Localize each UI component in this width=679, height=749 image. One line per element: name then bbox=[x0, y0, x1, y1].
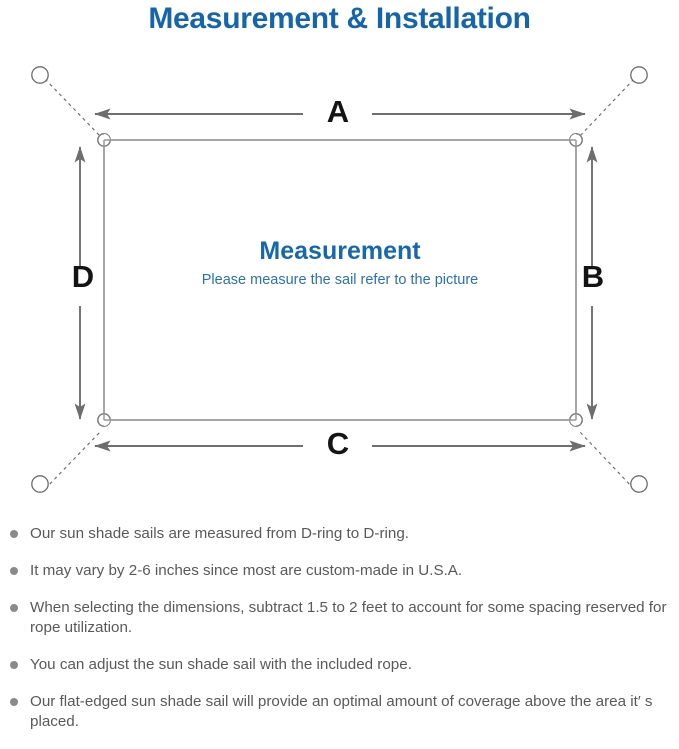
list-item: Our sun shade sails are measured from D-… bbox=[0, 524, 679, 544]
rope-line-bottom-left bbox=[44, 430, 102, 490]
d-ring-edges bbox=[103, 139, 577, 421]
rope-line-top-left bbox=[44, 78, 102, 138]
page-title: Measurement & Installation bbox=[148, 2, 531, 35]
anchor-point-bottom-right bbox=[630, 475, 648, 493]
dimension-arrows bbox=[74, 108, 598, 452]
bullet-icon bbox=[10, 698, 18, 707]
bullet-icon bbox=[10, 567, 18, 576]
note-text: When selecting the dimensions, subtract … bbox=[30, 599, 667, 637]
dimension-label-c: C bbox=[326, 426, 350, 461]
dimension-label-d: D bbox=[71, 259, 95, 294]
measurement-diagram: A B C D Measurement Please measure the s… bbox=[0, 48, 679, 518]
d-ring-mask-br bbox=[570, 420, 576, 426]
rope-line-top-right bbox=[578, 78, 635, 138]
notes-list: Our sun shade sails are measured from D-… bbox=[0, 524, 679, 749]
d-ring-mask-bl bbox=[104, 420, 110, 426]
dimension-label-a: A bbox=[326, 94, 350, 129]
dimension-label-b: B bbox=[581, 259, 605, 294]
anchor-point-bottom-left bbox=[31, 475, 49, 493]
bullet-icon bbox=[10, 530, 18, 538]
d-ring-masks bbox=[104, 134, 576, 426]
bullet-icon bbox=[10, 661, 18, 670]
list-item: You can adjust the sun shade sail with t… bbox=[0, 655, 679, 675]
note-text: You can adjust the sun shade sail with t… bbox=[30, 656, 412, 674]
anchor-points bbox=[31, 66, 648, 493]
d-ring-mask-tr bbox=[570, 134, 576, 140]
diagram-center-heading: Measurement bbox=[259, 237, 421, 265]
rope-line-bottom-right bbox=[578, 430, 635, 490]
note-text: Our sun shade sails are measured from D-… bbox=[30, 525, 409, 542]
list-item: Our flat-edged sun shade sail will provi… bbox=[0, 692, 679, 732]
anchor-point-top-left bbox=[31, 66, 49, 84]
list-item: When selecting the dimensions, subtract … bbox=[0, 598, 679, 638]
d-ring-mask-tl bbox=[104, 134, 110, 140]
diagram-svg bbox=[31, 66, 648, 493]
anchor-point-top-right bbox=[630, 66, 648, 84]
note-text: Our flat-edged sun shade sail will provi… bbox=[30, 693, 653, 731]
diagram-center-subheading: Please measure the sail refer to the pic… bbox=[201, 271, 479, 288]
list-item: It may vary by 2-6 inches since most are… bbox=[0, 561, 679, 581]
note-text: It may vary by 2-6 inches since most are… bbox=[30, 562, 463, 580]
diagram-center-caption: Measurement Please measure the sail refe… bbox=[104, 237, 576, 288]
bullet-icon bbox=[10, 604, 18, 613]
